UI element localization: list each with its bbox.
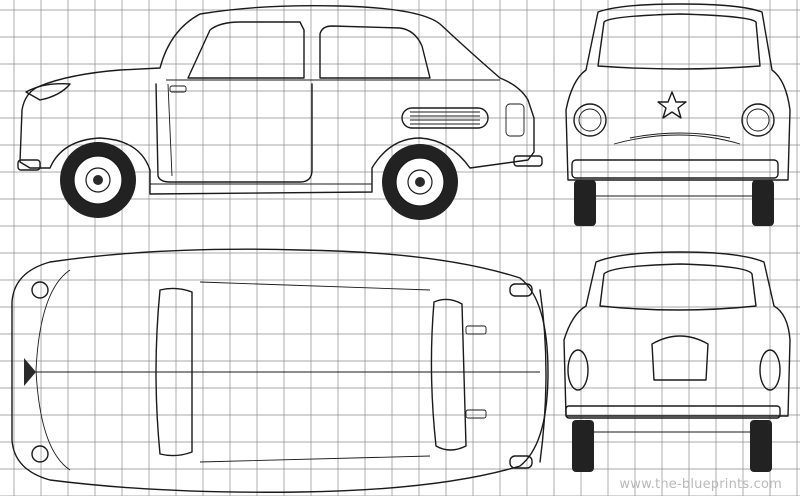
watermark-text: www.the-blueprints.com (619, 477, 782, 492)
front-view (565, 3, 791, 226)
front-wheel (60, 142, 136, 218)
side-view (17, 4, 543, 220)
rear-wheel (382, 144, 458, 220)
rear-view (563, 251, 791, 472)
top-view (11, 248, 549, 493)
